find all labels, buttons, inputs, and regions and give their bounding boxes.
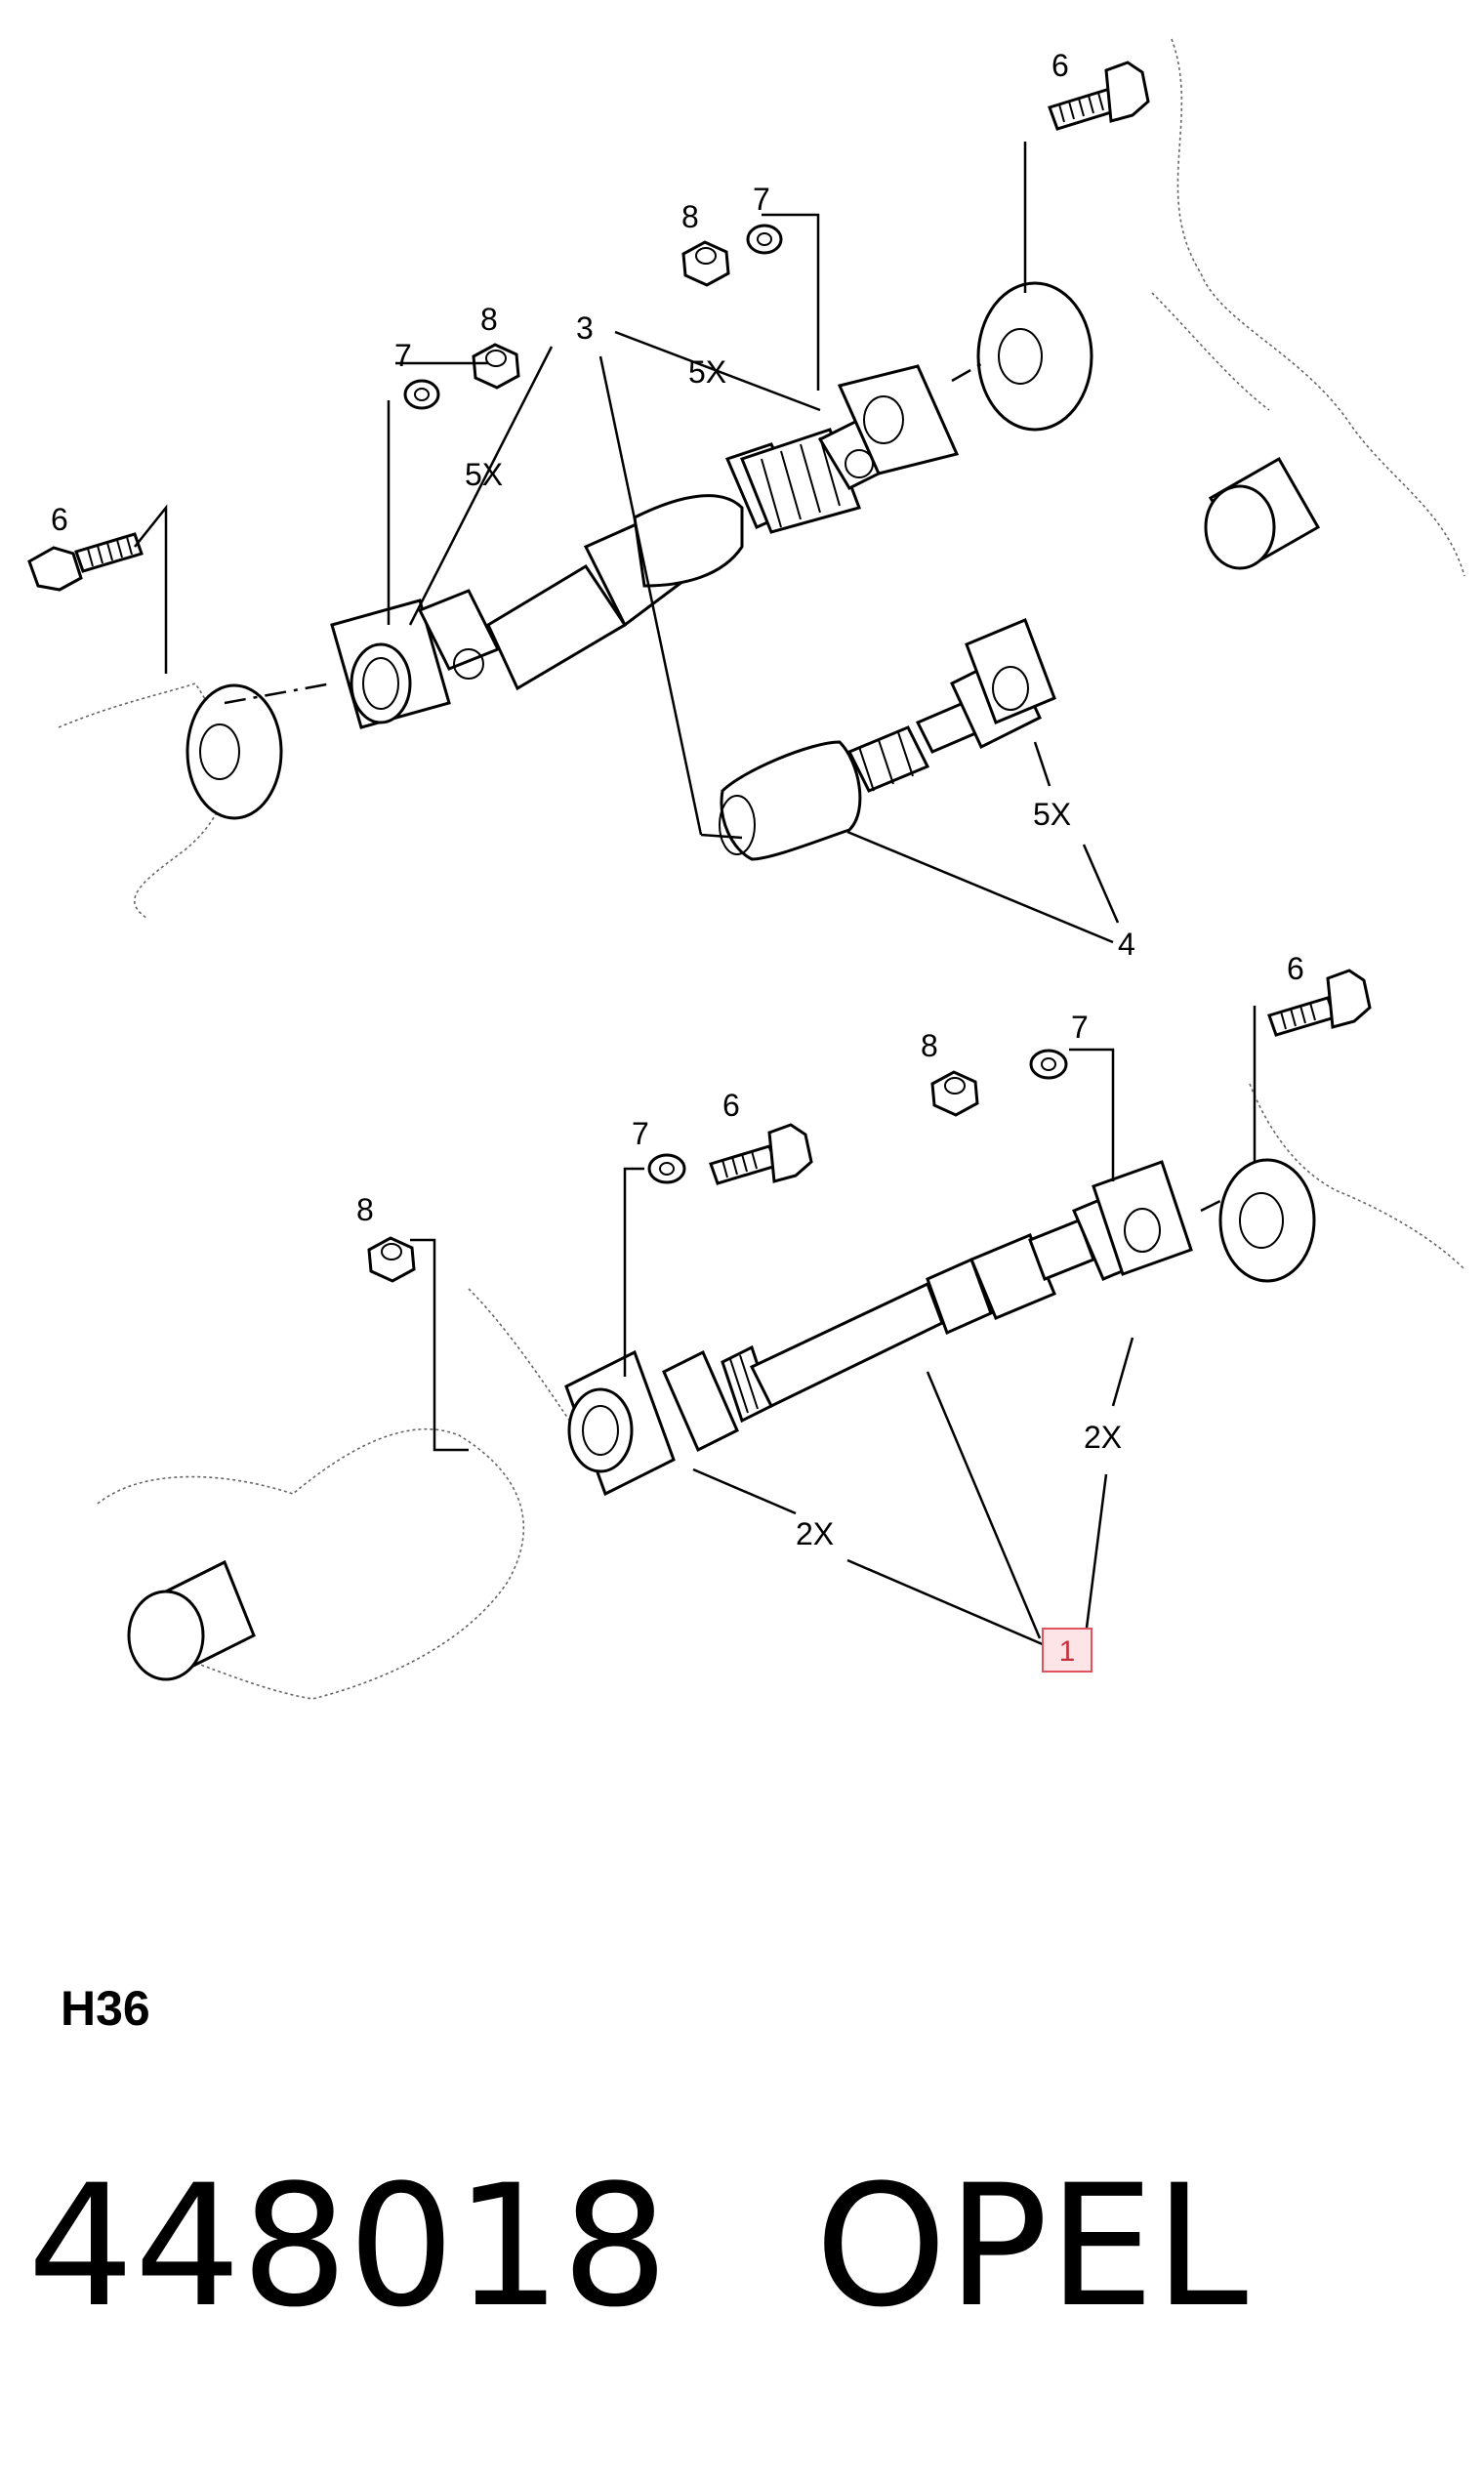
part-1-hotspot[interactable]: 1: [1042, 1628, 1092, 1673]
upper-gearbox-sketch: [58, 682, 283, 919]
upper-washer-left: [403, 379, 440, 410]
lower-gearbox-sketch: [97, 1288, 587, 1700]
diagram-labels: 6 8 7 7 8 3 5X 5X 6 5X 4 6 7 8 7 6 8 2X …: [51, 48, 1304, 1551]
lower-leader-lines: [410, 1006, 1257, 1647]
lower-bolt-right: [1267, 969, 1372, 1037]
label-washer-upper-mid: 7: [753, 182, 770, 217]
label-bolt-upper-left: 6: [51, 502, 68, 537]
label-qty-lower-left: 2X: [796, 1516, 834, 1551]
upper-washer-mid: [746, 224, 783, 255]
exploded-parts-diagram: 6 8 7 7 8 3 5X 5X 6 5X 4 6 7 8 7 6 8 2X …: [27, 38, 1465, 1700]
label-washer-lower-mid: 7: [632, 1116, 649, 1151]
label-nut-upper-left: 8: [480, 302, 498, 337]
upper-bolt-left: [27, 532, 144, 592]
part-1-hotspot-box[interactable]: [1042, 1628, 1092, 1673]
label-bolt-lower-right: 6: [1287, 951, 1304, 986]
label-bolt-upper-right: 6: [1051, 48, 1069, 83]
variant-code: H36: [61, 1981, 150, 2036]
upper-leader-lines: [134, 142, 1120, 944]
label-shaft-upper: 3: [576, 310, 594, 346]
lower-bolt-mid: [709, 1123, 813, 1185]
lower-washer-mid: [647, 1153, 686, 1184]
upper-axle-housing-sketch: [976, 38, 1465, 577]
brand-name: OPEL: [814, 2148, 1249, 2344]
upper-stub-shaft: [719, 618, 1056, 861]
part-1-hotspot-label[interactable]: 1: [1059, 1635, 1076, 1668]
upper-nut-left: [472, 343, 520, 390]
lower-axle-housing-sketch: [1218, 1083, 1465, 1283]
lower-nut-left: [367, 1236, 416, 1283]
upper-bolt-right: [1048, 61, 1150, 131]
label-shaft-small: 4: [1118, 927, 1135, 962]
label-bolt-lower-mid: 6: [722, 1088, 740, 1123]
label-qty-lower-small: 5X: [1033, 797, 1071, 832]
label-qty-upper-left: 5X: [465, 457, 503, 492]
label-qty-lower-right: 2X: [1084, 1420, 1122, 1455]
label-washer-lower-right: 7: [1071, 1010, 1089, 1045]
upper-propeller-shaft: [330, 364, 960, 729]
upper-nut-mid: [681, 240, 730, 287]
label-nut-upper-mid: 8: [681, 199, 699, 234]
lower-washer-right: [1029, 1049, 1068, 1080]
part-number: 448018: [27, 2148, 669, 2344]
lower-propeller-shaft: [564, 1160, 1193, 1497]
label-nut-lower-right: 8: [921, 1028, 938, 1063]
lower-nut-right: [930, 1070, 979, 1117]
label-washer-upper-left: 7: [394, 338, 412, 373]
label-qty-upper-right: 5X: [688, 354, 726, 390]
label-nut-lower-left: 8: [356, 1192, 374, 1227]
